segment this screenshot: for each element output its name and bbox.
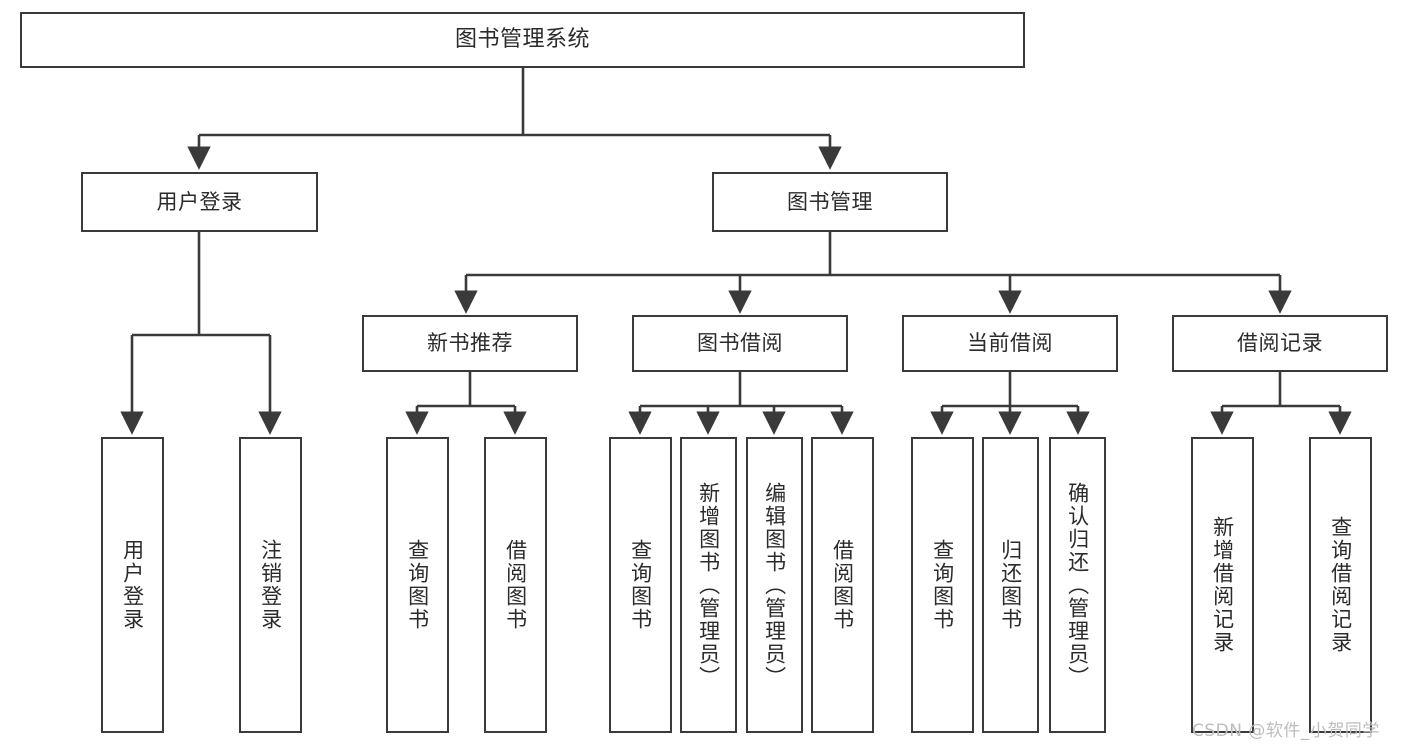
node-label: 借阅记录	[1237, 331, 1323, 356]
leaf-node-borrow-book[interactable]: 借阅图书	[811, 437, 874, 733]
leaf-node-add-book-admin[interactable]: 新增图书（管理员）	[680, 437, 737, 733]
node-label: 用户登录	[156, 189, 243, 214]
leaf-node-query-book-recommend[interactable]: 查询图书	[386, 437, 449, 733]
node-label: 图书管理	[787, 189, 873, 214]
node-label: 新书推荐	[427, 331, 513, 356]
leaf-node-user-login[interactable]: 用户登录	[101, 437, 164, 733]
node-label: 新增借阅记录	[1210, 516, 1235, 654]
leaf-node-add-borrow-record[interactable]: 新增借阅记录	[1191, 437, 1254, 733]
node-label: 查询借阅记录	[1328, 516, 1353, 654]
leaf-node-return-book[interactable]: 归还图书	[982, 437, 1039, 733]
node-label: 借阅图书	[830, 539, 855, 631]
node-borrow-record[interactable]: 借阅记录	[1172, 315, 1388, 372]
leaf-node-confirm-return-admin[interactable]: 确认归还（管理员）	[1049, 437, 1106, 733]
node-label: 编辑图书（管理员）	[762, 481, 787, 689]
node-label: 图书管理系统	[454, 27, 590, 53]
node-book-borrow[interactable]: 图书借阅	[632, 315, 848, 372]
leaf-node-query-borrow-record[interactable]: 查询借阅记录	[1309, 437, 1372, 733]
node-label: 归还图书	[998, 539, 1023, 631]
node-book-manage[interactable]: 图书管理	[712, 172, 948, 232]
node-label: 注销登录	[258, 539, 283, 631]
node-label: 查询图书	[930, 539, 955, 631]
node-label: 查询图书	[405, 539, 430, 631]
node-new-book-recommend[interactable]: 新书推荐	[362, 315, 578, 372]
leaf-node-query-book-borrow[interactable]: 查询图书	[609, 437, 672, 733]
node-label: 用户登录	[120, 539, 145, 631]
leaf-node-logout-login[interactable]: 注销登录	[239, 437, 302, 733]
node-user-login[interactable]: 用户登录	[81, 172, 318, 232]
node-label: 查询图书	[628, 539, 653, 631]
leaf-node-query-book-current[interactable]: 查询图书	[911, 437, 974, 733]
leaf-node-edit-book-admin[interactable]: 编辑图书（管理员）	[746, 437, 803, 733]
node-label: 借阅图书	[503, 539, 528, 631]
node-label: 确认归还（管理员）	[1065, 481, 1090, 689]
leaf-node-borrow-book-recommend[interactable]: 借阅图书	[484, 437, 547, 733]
node-label: 新增图书（管理员）	[696, 481, 721, 689]
csdn-watermark: CSDN @软件_小贺同学	[1192, 721, 1380, 741]
node-label: 图书借阅	[697, 331, 783, 356]
node-label: 当前借阅	[967, 331, 1053, 356]
node-root-book-management-system[interactable]: 图书管理系统	[20, 12, 1025, 68]
node-current-borrow[interactable]: 当前借阅	[902, 315, 1118, 372]
